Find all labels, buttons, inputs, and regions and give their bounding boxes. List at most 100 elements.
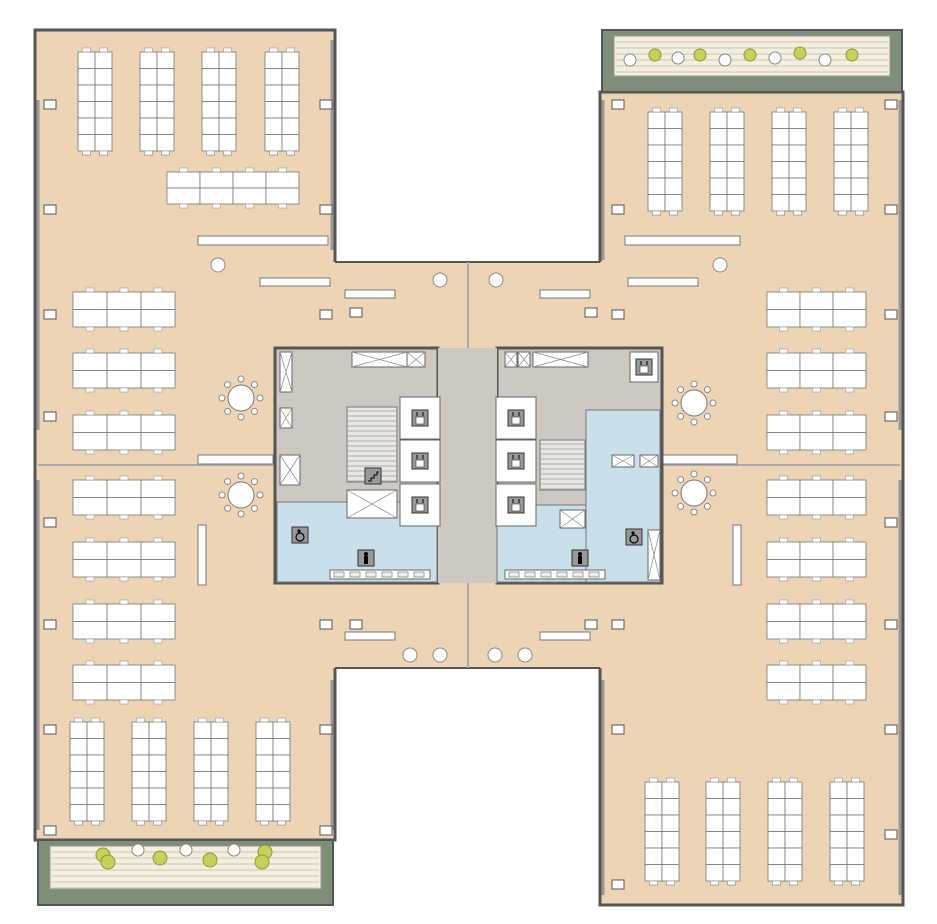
desk bbox=[210, 754, 229, 772]
desk bbox=[140, 497, 176, 516]
elevator-arrows bbox=[512, 455, 520, 459]
desk bbox=[201, 101, 220, 119]
table-icon bbox=[179, 843, 193, 857]
desk bbox=[722, 864, 741, 882]
tree-icon bbox=[845, 48, 859, 62]
elevator-car bbox=[511, 416, 521, 425]
chair bbox=[845, 699, 854, 705]
desk-cluster bbox=[833, 107, 869, 216]
desk bbox=[644, 781, 663, 799]
chair bbox=[779, 387, 788, 393]
desk bbox=[799, 414, 834, 433]
elevator-car bbox=[511, 459, 521, 468]
chair bbox=[666, 880, 675, 886]
desk-cluster bbox=[193, 717, 229, 826]
desk bbox=[140, 309, 176, 328]
chair bbox=[277, 820, 286, 826]
desk bbox=[140, 414, 176, 433]
chair bbox=[710, 777, 719, 783]
chair bbox=[91, 820, 100, 826]
chair bbox=[85, 387, 95, 393]
chair bbox=[85, 576, 95, 582]
desk bbox=[833, 111, 852, 129]
chair bbox=[119, 410, 129, 416]
chair bbox=[119, 514, 129, 520]
desk bbox=[193, 787, 212, 805]
chair bbox=[845, 410, 854, 416]
desk bbox=[644, 864, 663, 882]
desk bbox=[799, 432, 834, 451]
chair bbox=[709, 399, 717, 407]
desk bbox=[218, 84, 237, 102]
desk bbox=[829, 831, 848, 849]
chair bbox=[153, 537, 163, 543]
elevator-lobby bbox=[438, 348, 497, 583]
chair bbox=[669, 107, 678, 113]
desk-cluster bbox=[647, 107, 683, 216]
chair bbox=[212, 167, 221, 173]
desk bbox=[201, 134, 220, 152]
column bbox=[43, 309, 57, 320]
desk bbox=[767, 814, 786, 832]
chair bbox=[710, 880, 719, 886]
chair bbox=[198, 717, 207, 723]
desk bbox=[77, 117, 96, 135]
table-icon bbox=[671, 51, 685, 65]
desk bbox=[131, 738, 150, 756]
desk bbox=[72, 541, 108, 560]
chair bbox=[779, 410, 788, 416]
table-icon bbox=[131, 843, 145, 857]
desk bbox=[193, 771, 212, 789]
chair bbox=[82, 47, 91, 53]
chair bbox=[779, 326, 788, 332]
chair bbox=[161, 150, 170, 156]
chair bbox=[727, 880, 736, 886]
chair bbox=[119, 660, 129, 666]
desk bbox=[218, 117, 237, 135]
chair bbox=[845, 514, 854, 520]
chair bbox=[845, 660, 854, 666]
desk bbox=[705, 831, 724, 849]
desk bbox=[106, 559, 142, 578]
desk bbox=[156, 68, 175, 86]
desk bbox=[788, 177, 807, 195]
desk bbox=[140, 603, 176, 622]
desk bbox=[264, 51, 283, 69]
desk bbox=[705, 847, 724, 865]
elevator-icon bbox=[411, 496, 429, 514]
table-icon bbox=[768, 51, 782, 65]
chair bbox=[245, 167, 254, 173]
desk bbox=[788, 111, 807, 129]
desk bbox=[832, 414, 867, 433]
desk-cluster bbox=[771, 107, 807, 216]
desk bbox=[705, 798, 724, 816]
desk bbox=[726, 194, 745, 212]
desk bbox=[281, 117, 300, 135]
desk bbox=[69, 804, 88, 822]
chair bbox=[851, 880, 860, 886]
vanity-counter bbox=[504, 569, 606, 580]
chair bbox=[250, 381, 258, 389]
desk bbox=[784, 798, 803, 816]
chair bbox=[136, 820, 145, 826]
lounge-chair bbox=[432, 272, 448, 288]
shaft-cross bbox=[351, 351, 408, 368]
chair bbox=[779, 514, 788, 520]
chair bbox=[277, 717, 286, 723]
chair bbox=[714, 107, 723, 113]
chair bbox=[206, 47, 215, 53]
desk bbox=[709, 177, 728, 195]
stair-well bbox=[539, 439, 586, 491]
south-terrace bbox=[37, 839, 334, 906]
elevator-car bbox=[415, 416, 425, 425]
chair bbox=[677, 386, 685, 394]
chair bbox=[215, 717, 224, 723]
desk-cluster bbox=[72, 287, 176, 332]
desk bbox=[199, 187, 234, 205]
desk bbox=[846, 781, 865, 799]
desk bbox=[767, 847, 786, 865]
desk bbox=[766, 682, 801, 701]
chair bbox=[669, 210, 678, 216]
desk bbox=[218, 51, 237, 69]
desk bbox=[664, 111, 683, 129]
